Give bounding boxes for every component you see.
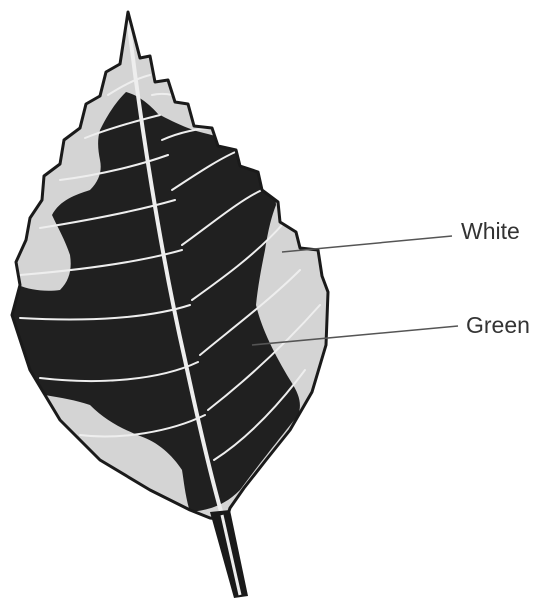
leaf-petiole: [210, 510, 248, 598]
white-leader-line: [282, 236, 452, 252]
white-label: White: [461, 220, 520, 243]
green-label: Green: [466, 314, 530, 337]
